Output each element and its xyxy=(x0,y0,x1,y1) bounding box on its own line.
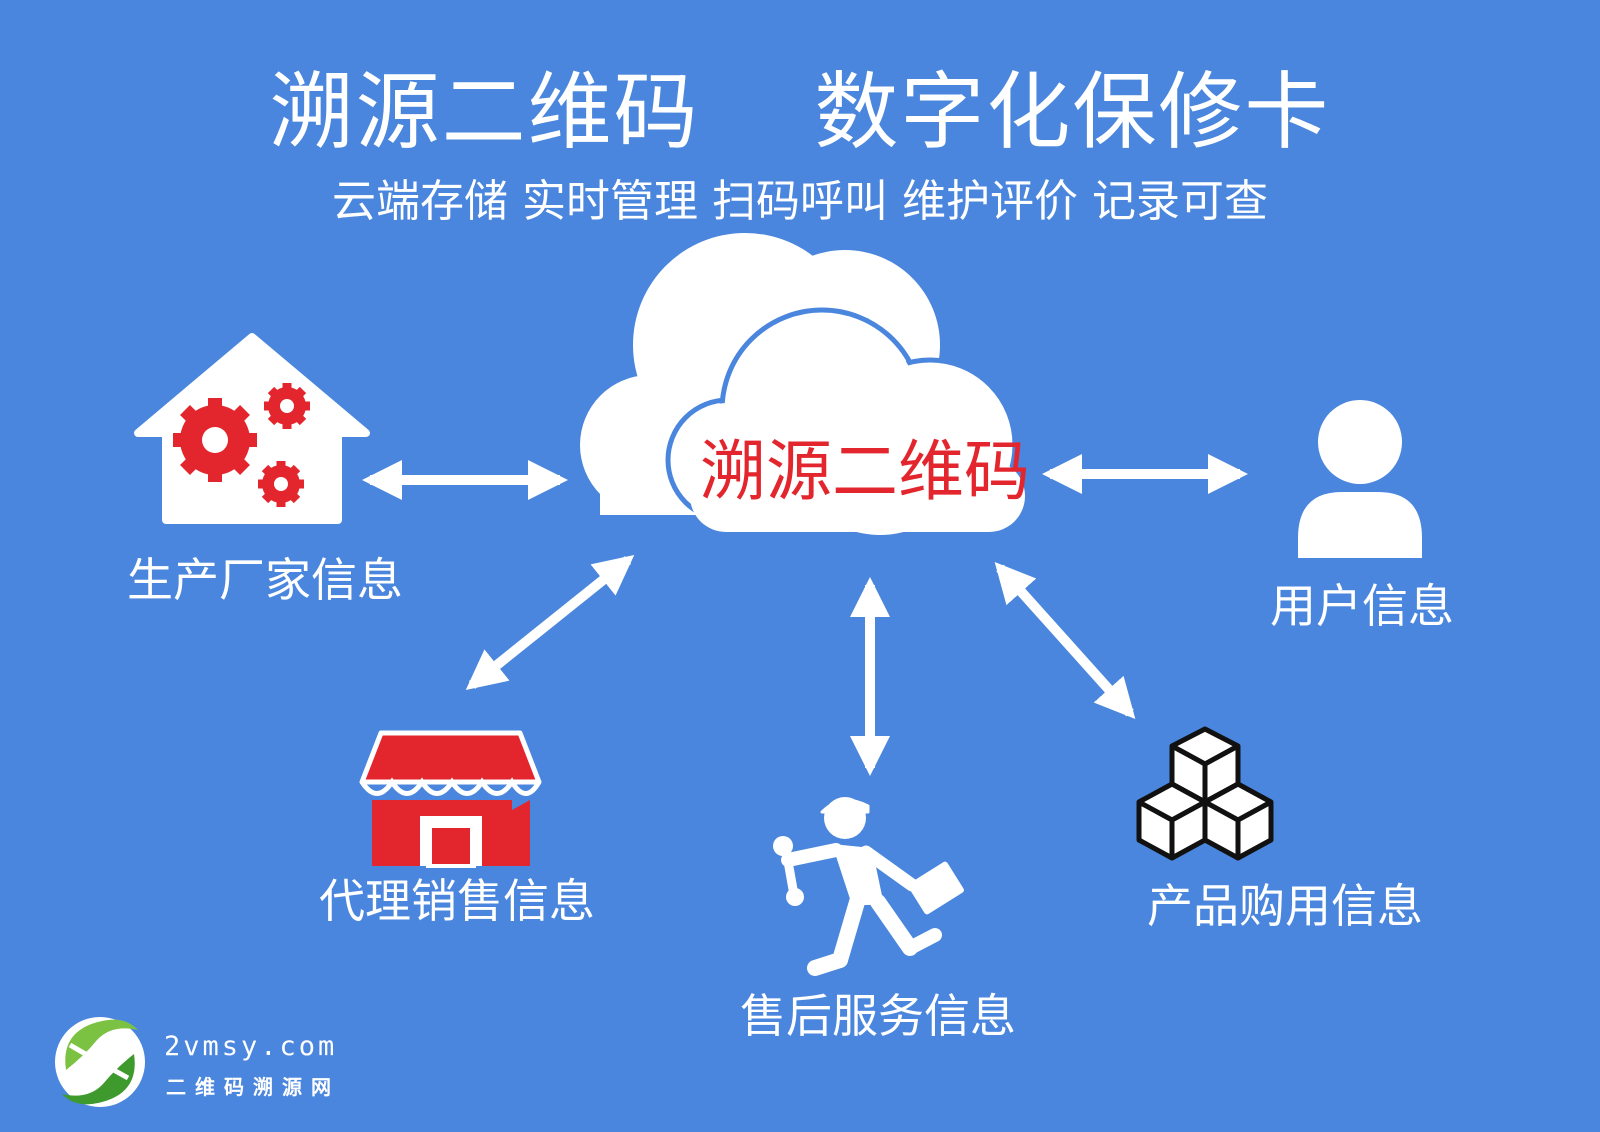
user-icon xyxy=(1298,400,1422,558)
main-title: 溯源二维码 数字化保修卡 xyxy=(269,63,1331,161)
connection-arrows xyxy=(362,454,1248,776)
factory-gears-icon xyxy=(134,333,370,524)
brand-name: 二维码溯源网 xyxy=(166,1075,340,1099)
manufacturer-label: 生产厂家信息 xyxy=(127,553,403,607)
purchase-label: 产品购用信息 xyxy=(1147,879,1423,933)
repairman-icon xyxy=(773,797,964,976)
storefront-icon xyxy=(359,730,542,868)
site-logo-icon xyxy=(55,1017,145,1107)
cloud-center-label: 溯源二维码 xyxy=(700,433,1030,510)
user-label: 用户信息 xyxy=(1270,579,1454,633)
agent-label: 代理销售信息 xyxy=(319,874,595,928)
after-sales-label: 售后服务信息 xyxy=(740,989,1016,1043)
cloud-icon xyxy=(580,233,1025,535)
arrow-agent xyxy=(465,554,635,691)
subtitle: 云端存储 实时管理 扫码呼叫 维护评价 记录可查 xyxy=(332,176,1268,227)
arrow-purchase xyxy=(994,562,1136,719)
brand-domain: 2vmsy.com xyxy=(164,1031,338,1062)
boxes-icon xyxy=(1136,726,1274,861)
